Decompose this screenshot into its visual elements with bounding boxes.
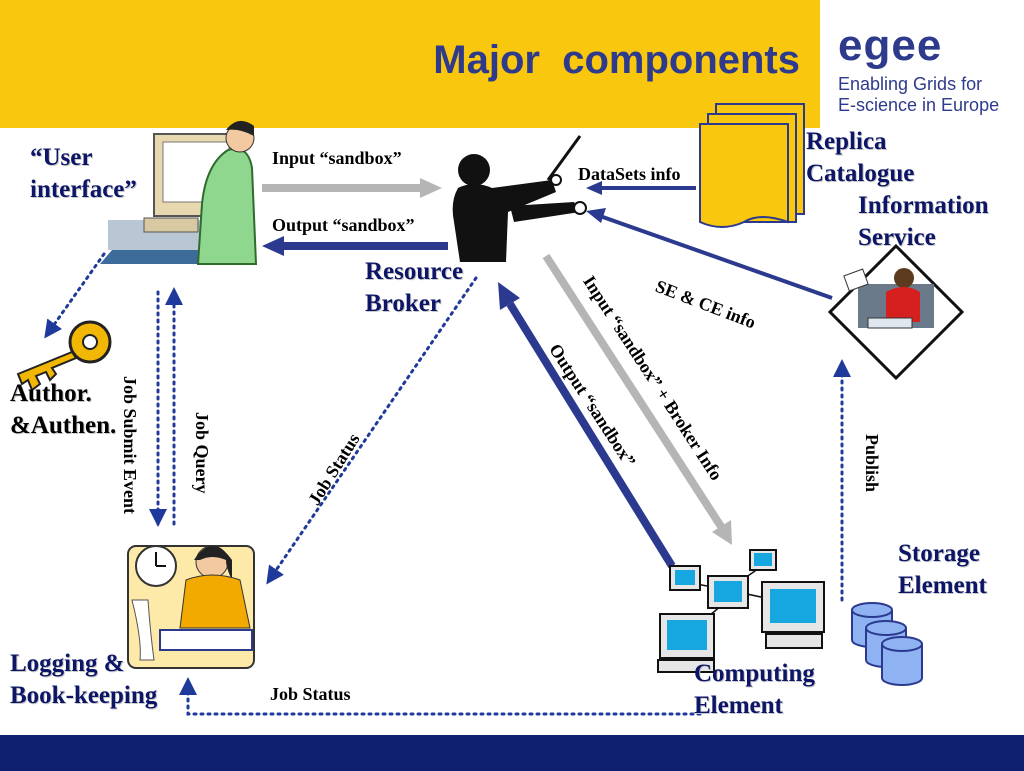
replica-catalogue-label: Replica Catalogue <box>806 128 915 187</box>
job-submit-event-label: Job Submit Event <box>120 376 140 515</box>
datasets-info-label: DataSets info <box>578 164 681 184</box>
computer-cluster-icon <box>657 549 825 673</box>
dotted-ui-to-key <box>44 252 106 339</box>
monitor-icon <box>707 575 749 609</box>
user-at-computer-icon <box>100 120 258 265</box>
storage-cylinders-icon <box>851 602 923 686</box>
footer-bar <box>0 732 1024 771</box>
monitor-icon <box>657 613 715 673</box>
arrow-input-sandbox-broker <box>542 253 732 545</box>
monitor-icon <box>761 581 825 649</box>
dotted-job-status-rb <box>266 276 478 585</box>
storage-element-label: Storage Element <box>898 540 987 599</box>
arrow-input-sandbox <box>262 178 442 198</box>
author-label: Author. &Authen. <box>10 380 117 439</box>
logo-tagline: Enabling Grids for E-science in Europe <box>838 74 1000 115</box>
slide-title: Major components <box>433 38 800 82</box>
dotted-job-status-ce <box>179 677 702 716</box>
database-icon <box>881 636 923 686</box>
information-service-label: Information Service <box>858 192 989 251</box>
computing-element-label: Computing Element <box>694 660 815 719</box>
arrow-output-sandbox <box>262 236 448 256</box>
input-sandbox-label: Input “sandbox” <box>272 148 402 168</box>
logging-bookkeeping-label: Logging & Book-keeping <box>10 650 158 709</box>
monitor-icon <box>669 565 701 591</box>
header-band <box>0 0 820 128</box>
conductor-icon <box>452 135 587 262</box>
key-icon <box>16 320 112 392</box>
arrow-se-ce-info <box>586 208 833 300</box>
document-stack-icon <box>699 103 805 228</box>
arrow-datasets-info <box>586 181 696 195</box>
publish-label: Publish <box>862 434 882 493</box>
user-interface-label: “User interface” <box>30 144 137 203</box>
arrow-output-sandbox-ce <box>498 282 676 569</box>
logo-wordmark: egee <box>838 21 943 70</box>
job-status-ce-label: Job Status <box>270 684 351 704</box>
egee-logo: egee Enabling Grids for E-science in Eur… <box>838 24 1018 124</box>
job-query-label: Job Query <box>192 412 212 494</box>
resource-broker-label: Resource Broker <box>365 258 464 317</box>
monitor-icon <box>749 549 777 571</box>
logging-clerk-icon <box>127 545 255 669</box>
output-sandbox-label: Output “sandbox” <box>272 215 415 235</box>
information-service-icon <box>827 243 965 381</box>
